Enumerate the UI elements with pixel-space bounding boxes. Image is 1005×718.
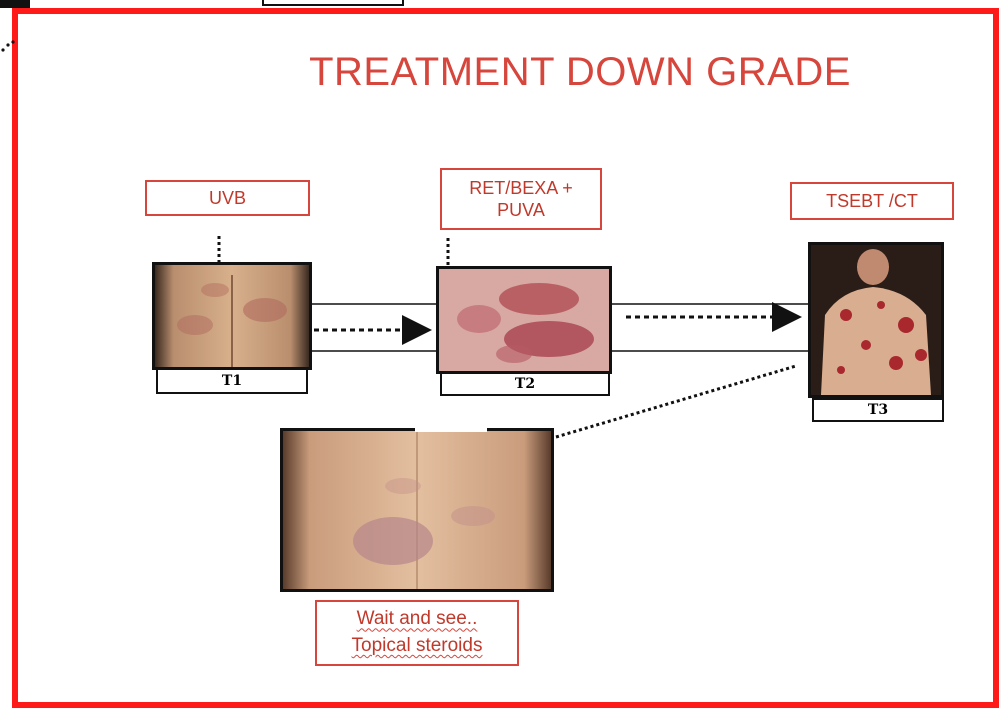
cropped-dots bbox=[1, 40, 14, 51]
connector-bottom-to-t3 bbox=[556, 366, 796, 437]
